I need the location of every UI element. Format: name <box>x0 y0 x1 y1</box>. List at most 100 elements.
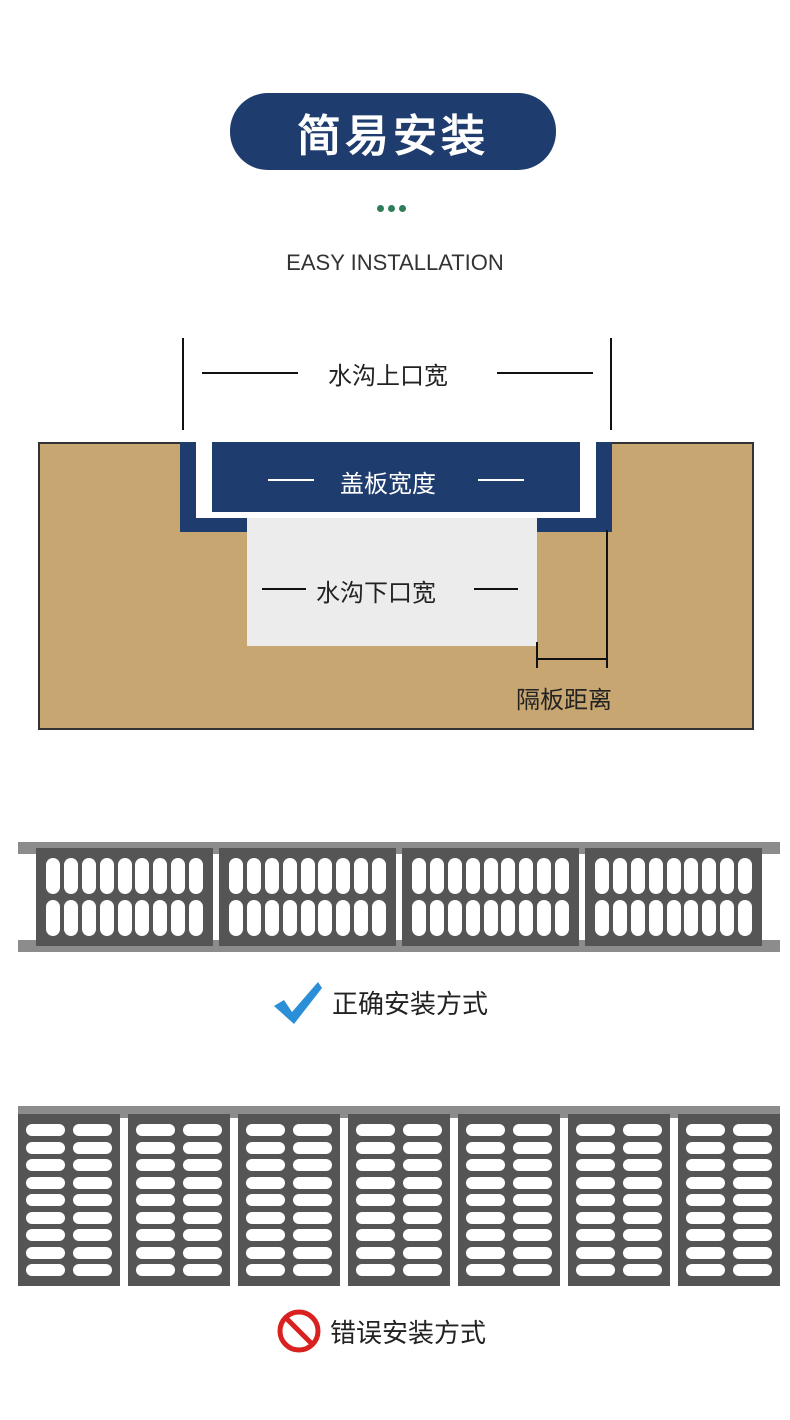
grate-slot <box>153 858 168 894</box>
grate-slot <box>733 1194 772 1206</box>
grate-slot <box>136 1194 175 1206</box>
grate-slot <box>403 1246 442 1259</box>
grate-slot <box>26 1211 65 1224</box>
grate-slot <box>26 1264 65 1276</box>
grate-slot <box>153 900 168 936</box>
grate-slot <box>630 858 645 894</box>
grate-slot <box>412 858 426 894</box>
page-subtitle: EASY INSTALLATION <box>286 250 504 275</box>
grate-slot <box>136 1176 175 1189</box>
grate-slot <box>246 1211 285 1224</box>
grate-slot <box>513 1229 552 1241</box>
grate-slot <box>264 900 279 936</box>
grate-slot <box>183 1194 222 1206</box>
grate-slot <box>519 858 534 894</box>
grate-slot <box>229 900 243 936</box>
grate-slot <box>555 858 569 894</box>
grate-slot <box>429 858 444 894</box>
grate-wrong <box>568 1114 670 1286</box>
grate-slot <box>356 1246 395 1259</box>
grate-slot <box>576 1246 615 1259</box>
grate-slot <box>73 1211 112 1224</box>
grate-correct <box>402 848 579 946</box>
grate-slot <box>73 1229 112 1241</box>
grate-slot <box>264 858 279 894</box>
grate-slot <box>733 1229 772 1241</box>
grate-slot <box>466 1176 505 1189</box>
grate-slot <box>246 1246 285 1259</box>
grate-slot <box>537 900 552 936</box>
grate-slot <box>429 900 444 936</box>
grate-slot <box>576 1264 615 1276</box>
grate-slot <box>733 1124 772 1136</box>
wrong-caption: 错误安装方式 <box>276 1308 486 1354</box>
grate-slot <box>576 1229 615 1241</box>
grate-slot <box>576 1176 615 1189</box>
top-width-line-left <box>202 372 298 374</box>
grate-slot <box>318 858 333 894</box>
grate-slot <box>483 900 498 936</box>
grate-slot <box>686 1264 725 1276</box>
check-icon <box>274 982 322 1024</box>
grate-slot <box>293 1264 332 1276</box>
grate-slot <box>513 1246 552 1259</box>
grate-slot <box>465 858 480 894</box>
correct-label: 正确安装方式 <box>332 989 489 1020</box>
grate-slot <box>576 1194 615 1206</box>
grate-slot <box>513 1264 552 1276</box>
grate-slot <box>356 1124 395 1136</box>
grate-slot <box>356 1264 395 1276</box>
grate-slot <box>246 1176 285 1189</box>
grate-slot <box>623 1159 662 1171</box>
grate-slot <box>733 1176 772 1189</box>
grate-slot <box>720 900 735 936</box>
bottom-width-line-left <box>262 588 306 590</box>
grate-slot <box>73 1141 112 1154</box>
grate-slot <box>356 1194 395 1206</box>
grate-slot <box>293 1159 332 1171</box>
grate-slot <box>246 900 261 936</box>
grate-slot <box>300 858 315 894</box>
grate-slot <box>282 900 297 936</box>
cover-line-right <box>478 479 524 481</box>
grate-slot <box>403 1264 442 1276</box>
grate-slot <box>26 1194 65 1206</box>
grate-slot <box>623 1124 662 1136</box>
grate-slot <box>183 1246 222 1259</box>
grate-slot <box>293 1194 332 1206</box>
decorative-dots <box>377 205 406 212</box>
grate-slot <box>136 1159 175 1171</box>
grate-slot <box>612 858 627 894</box>
grate-slot <box>686 1246 725 1259</box>
grate-slot <box>26 1141 65 1154</box>
grate-wrong <box>128 1114 230 1286</box>
grate-slot <box>623 1229 662 1241</box>
grate-slot <box>666 858 681 894</box>
grate-slot <box>136 1211 175 1224</box>
grate-wrong <box>678 1114 780 1286</box>
grate-slot <box>465 900 480 936</box>
grate-slot <box>686 1176 725 1189</box>
grate-slot <box>229 858 243 894</box>
wrong-label: 错误安装方式 <box>330 1318 487 1349</box>
grate-slot <box>73 1246 112 1259</box>
bottom-width-line-right <box>474 588 518 590</box>
grate-slot <box>623 1264 662 1276</box>
grate-slot <box>466 1159 505 1171</box>
grate-slot <box>403 1194 442 1206</box>
top-width-line-right <box>497 372 593 374</box>
grate-slot <box>183 1124 222 1136</box>
grate-slot <box>246 1141 285 1154</box>
grate-slot <box>733 1246 772 1259</box>
grate-correct <box>36 848 213 946</box>
grate-slot <box>246 1229 285 1241</box>
grate-slot <box>81 858 96 894</box>
grate-slot <box>26 1124 65 1136</box>
grate-slot <box>293 1229 332 1241</box>
grate-slot <box>246 1124 285 1136</box>
grate-slot <box>73 1124 112 1136</box>
grate-slot <box>466 1141 505 1154</box>
grate-slot <box>403 1211 442 1224</box>
top-width-right-tick <box>610 338 612 430</box>
prohibited-icon <box>277 1309 321 1353</box>
